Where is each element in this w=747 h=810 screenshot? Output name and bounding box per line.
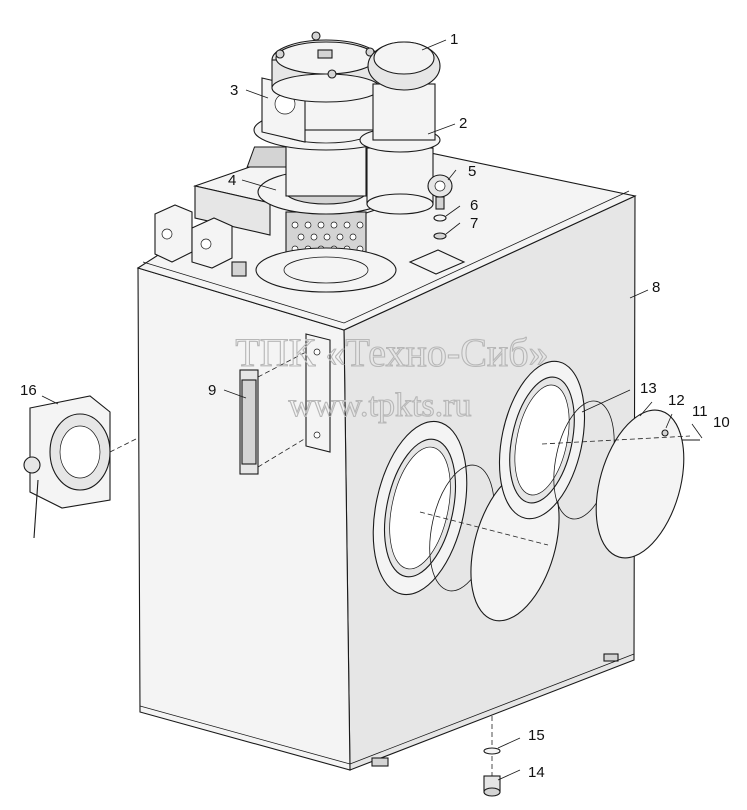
callout-11: 11 bbox=[692, 403, 708, 420]
washers bbox=[433, 214, 447, 240]
callout-9: 9 bbox=[208, 382, 216, 399]
drain-plug bbox=[483, 716, 501, 797]
side-hatch-valve bbox=[23, 395, 139, 539]
callout-6: 6 bbox=[470, 197, 478, 214]
callout-12: 12 bbox=[668, 392, 685, 409]
callout-16: 16 bbox=[20, 382, 37, 399]
watermark-url: www.tpkts.ru bbox=[289, 387, 472, 424]
filler-cap-housing bbox=[359, 41, 441, 215]
mounting-pad bbox=[408, 249, 466, 275]
callout-15: 15 bbox=[528, 727, 545, 744]
tank-body bbox=[136, 134, 637, 771]
sight-gauge bbox=[239, 333, 331, 475]
watermark-company: ТПК «Техно-Сиб» bbox=[235, 330, 548, 375]
callout-2: 2 bbox=[459, 115, 467, 132]
callout-labels: 1 2 3 4 5 6 7 8 9 10 11 12 13 14 15 16 bbox=[20, 31, 730, 781]
callout-7: 7 bbox=[470, 215, 478, 232]
callout-4: 4 bbox=[228, 172, 236, 189]
callout-14: 14 bbox=[528, 764, 545, 781]
callout-3: 3 bbox=[230, 82, 238, 99]
inspection-hatch-front bbox=[372, 420, 560, 622]
callout-8: 8 bbox=[652, 279, 660, 296]
callout-leaders bbox=[41, 39, 703, 781]
callout-1: 1 bbox=[450, 31, 458, 48]
callout-5: 5 bbox=[468, 163, 476, 180]
callout-13: 13 bbox=[640, 380, 657, 397]
inspection-hatch-rear bbox=[498, 360, 700, 559]
eye-bolt bbox=[427, 174, 453, 210]
breather-filter-assembly bbox=[253, 31, 399, 293]
top-valves bbox=[154, 204, 247, 277]
callout-10: 10 bbox=[713, 414, 730, 431]
